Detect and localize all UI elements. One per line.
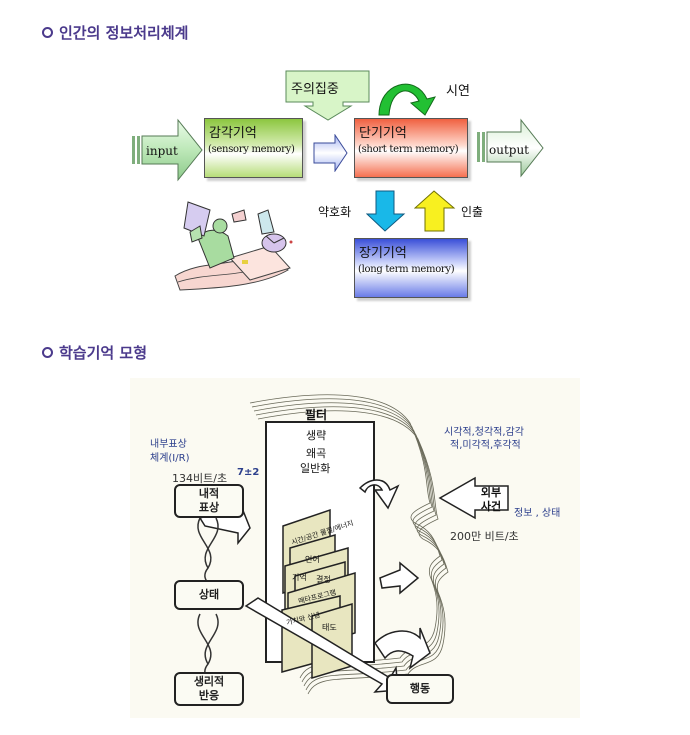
internal-representation-box: 내적 표상: [174, 484, 244, 518]
sensory-memory-box: 감각기억 (sensory memory): [204, 118, 303, 178]
behavior-label: 행동: [409, 682, 431, 695]
section-title-info-processing: 인간의 정보처리체계: [42, 22, 188, 43]
rehearsal-arrow: [378, 83, 436, 116]
sensory-memory-en: (sensory memory): [208, 144, 295, 155]
sensory-memory-ko: 감각기억: [209, 126, 257, 141]
input-arrow: [132, 118, 203, 182]
encoding-arrow: [366, 190, 406, 232]
input-label: input: [146, 144, 178, 158]
output-label: output: [489, 143, 530, 157]
short-term-memory-box: 단기기억 (short term memory): [354, 118, 468, 178]
external-rate-label: 200만 비트/초: [450, 530, 519, 543]
long-term-memory-box: 장기기억 (long term memory): [354, 238, 468, 298]
transfer-arrow: [313, 134, 348, 172]
internal-rep-line: 표상: [198, 501, 220, 514]
info-state-label: 정보 , 상태: [514, 508, 561, 519]
internal-system-label: 내부표상: [150, 439, 187, 450]
stressed-person-illustration: [174, 201, 293, 291]
card-label: 태도: [322, 623, 337, 632]
internal-rate-label: 134비트/초: [172, 472, 228, 485]
card-label: 결정: [316, 575, 331, 584]
card-label: 기억: [292, 573, 307, 582]
rehearsal-label: 시연: [446, 84, 470, 99]
bullet-icon: [42, 27, 53, 38]
output-arrow: [477, 118, 544, 178]
behavior-box: 행동: [386, 674, 454, 704]
external-line: 사건: [480, 500, 502, 513]
external-line: 외부: [480, 486, 502, 499]
physio-line: 반응: [198, 689, 220, 702]
physiological-response-box: 생리적 반응: [174, 672, 244, 706]
internal-system-label: 체계(I/R): [150, 453, 190, 464]
section-title-learning-memory: 학습기억 모형: [42, 342, 147, 363]
attention-label: 주의집중: [291, 82, 339, 97]
short-term-memory-en: (short term memory): [358, 144, 459, 155]
senses-label: 시각적,청각적,감각: [444, 427, 524, 438]
internal-rep-line: 내적: [198, 487, 220, 500]
section-title-text: 학습기억 모형: [59, 344, 148, 362]
card-label: 언어: [305, 555, 320, 564]
filter-item: 왜곡: [306, 447, 327, 460]
external-event-label: 외부 사건: [476, 486, 506, 514]
magic-number-label: 7±2: [237, 467, 260, 478]
attention-callout: [285, 70, 370, 121]
physio-line: 생리적: [193, 675, 225, 688]
long-term-memory-en: (long term memory): [358, 264, 455, 275]
filter-item: 일반화: [300, 462, 331, 475]
retrieval-arrow: [414, 190, 456, 232]
long-term-memory-ko: 장기기억: [359, 246, 407, 261]
encoding-label: 약호화: [318, 205, 352, 219]
state-box: 상태: [174, 580, 244, 610]
filter-item: 생략: [306, 429, 327, 442]
section-title-text: 인간의 정보처리체계: [59, 24, 189, 42]
short-term-memory-ko: 단기기억: [359, 126, 407, 141]
bullet-icon: [42, 347, 53, 358]
learning-memory-diagram: 필터 생략 왜곡 일반화 시간/공간 물질/에너지 언어 기억 결정 메타프로그…: [130, 378, 580, 718]
state-label: 상태: [198, 588, 220, 601]
senses-label: 적,미각적,후각적: [450, 440, 521, 451]
retrieval-label: 인출: [461, 205, 484, 219]
filter-label: 필터: [305, 408, 328, 422]
